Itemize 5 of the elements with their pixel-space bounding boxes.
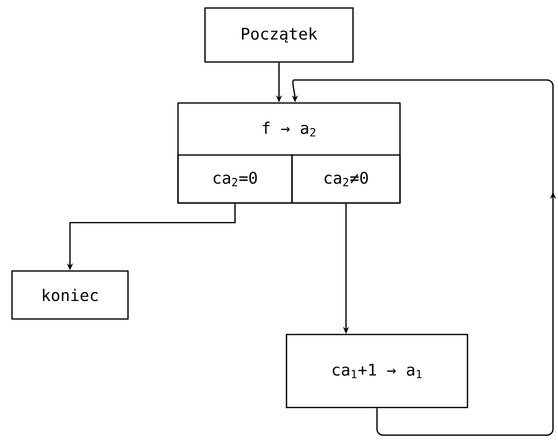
- process-box: ca$_{1}$+1 → a$_{1}$: [286, 334, 468, 408]
- start-box: Początek: [204, 7, 354, 63]
- end-box: koniec: [11, 270, 129, 320]
- condition-cell: ca$_{2}$≠0: [291, 154, 401, 204]
- condition-cell: ca$_{2}$=0: [177, 154, 293, 204]
